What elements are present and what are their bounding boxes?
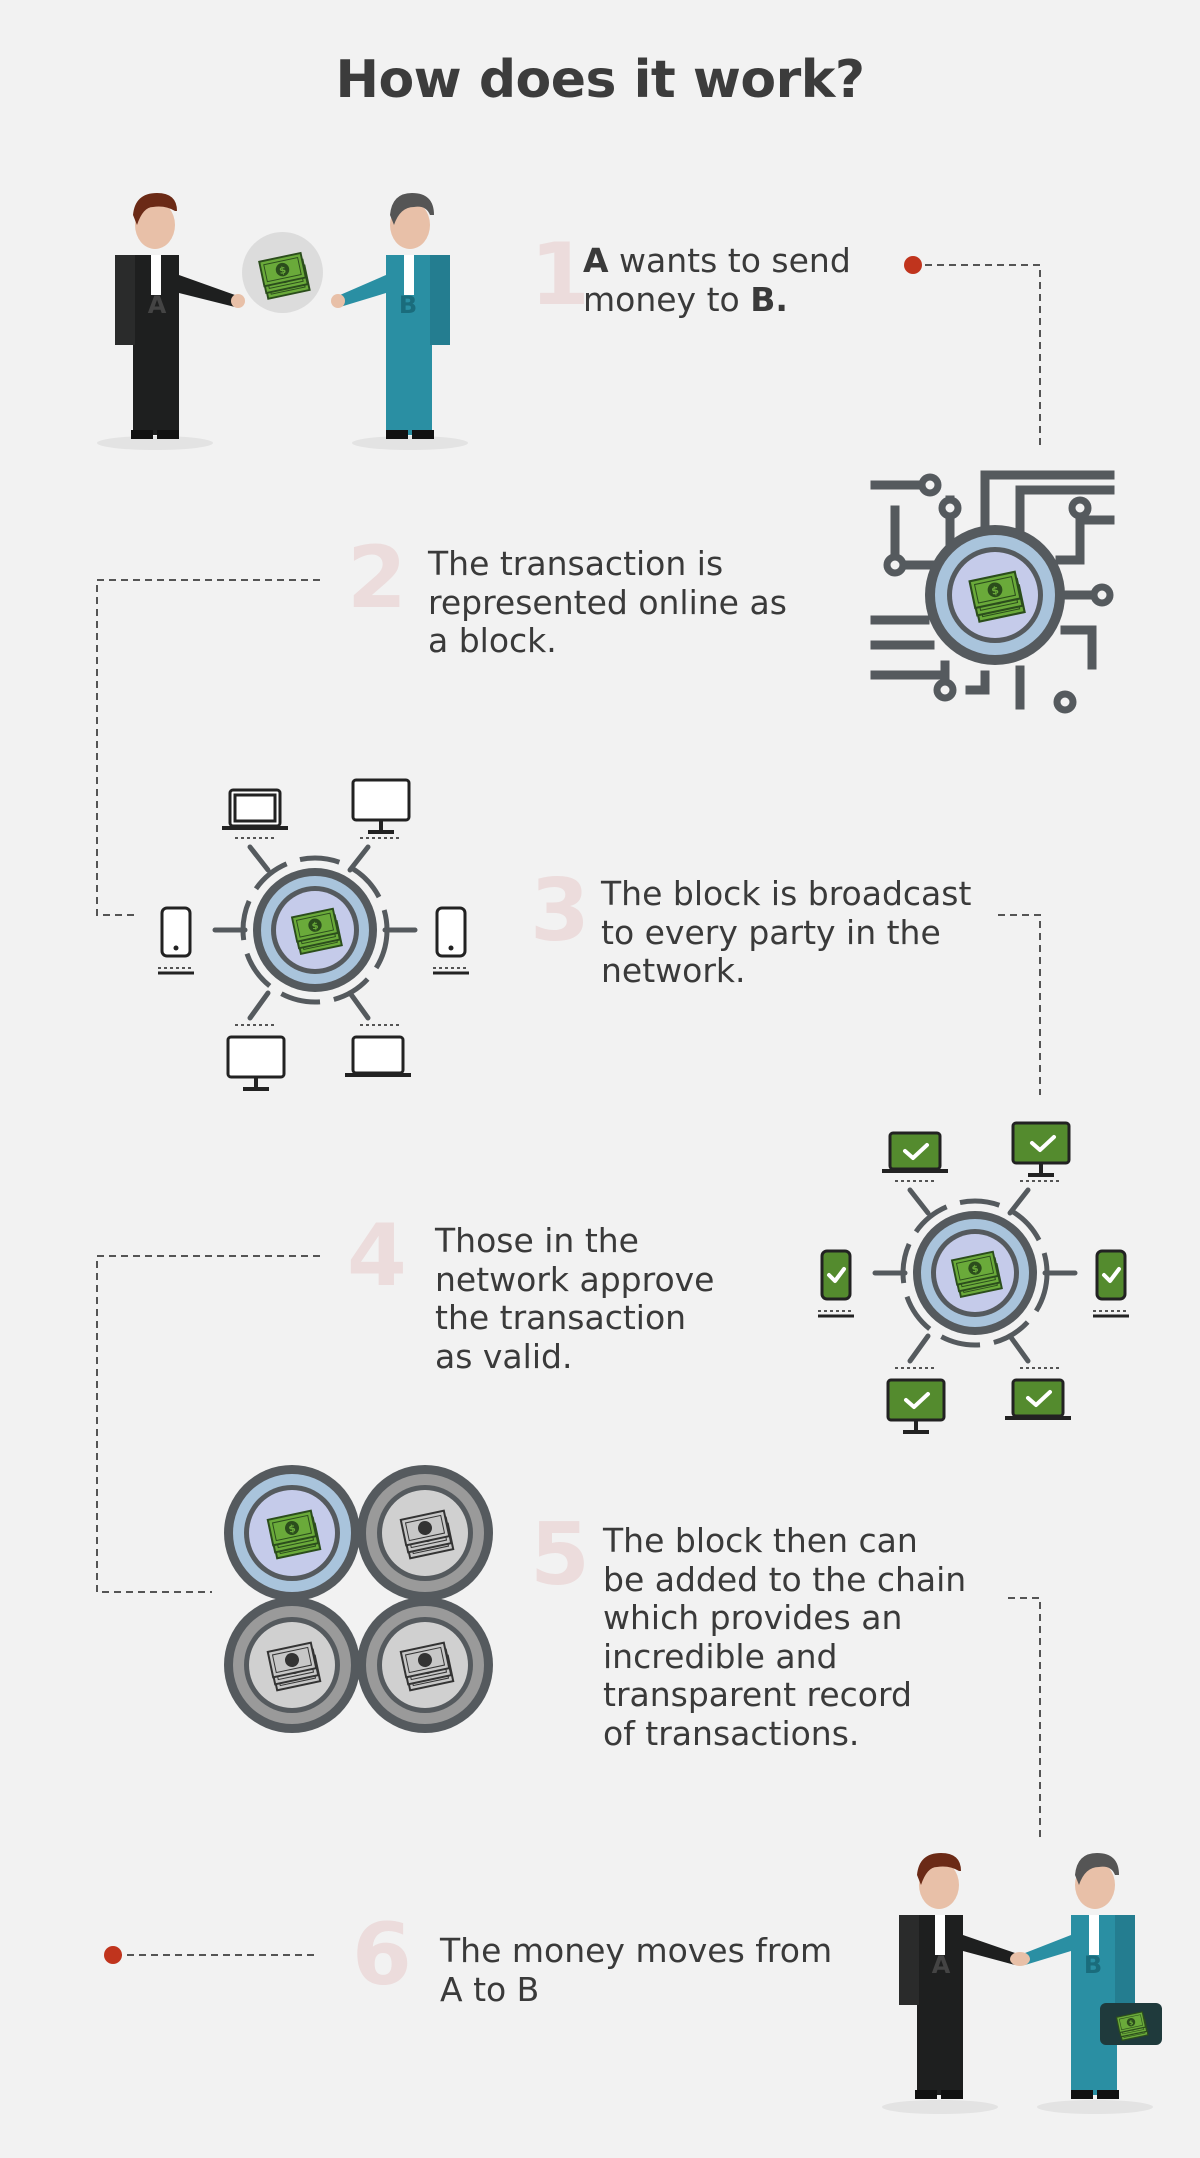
step-text-1: A wants to send money to B.: [583, 241, 851, 319]
handshake-figures: A B: [882, 1853, 1162, 2114]
blockchain-icon: [224, 1465, 493, 1733]
person-b-label: B: [399, 291, 417, 319]
person-b-figure: B: [331, 193, 468, 450]
person-a-label: A: [148, 291, 167, 319]
step-text-2: The transaction is represented online as…: [428, 544, 787, 661]
step-text-4: Those in the network approve the transac…: [435, 1221, 715, 1376]
step-number-6: 6: [352, 1905, 412, 2005]
step-number-5: 5: [530, 1505, 590, 1605]
person-a-figure: A: [97, 193, 245, 450]
money-coin-icon: [242, 232, 323, 313]
step-number-4: 4: [347, 1206, 407, 1306]
checkmark-icons: [827, 1135, 1121, 1409]
step-text-6: The money moves from A to B: [440, 1931, 833, 2009]
page-title: How does it work?: [335, 50, 865, 110]
step-number-3: 3: [530, 861, 590, 961]
network-approved-icon: [818, 1121, 1129, 1434]
person-b-label-final: B: [1084, 1951, 1102, 1979]
step-text-5: The block then can be added to the chain…: [603, 1521, 967, 1754]
circuit-block-icon: [870, 470, 1115, 714]
step-number-2: 2: [347, 528, 407, 628]
step-number-1: 1: [530, 225, 590, 325]
person-a-label-final: A: [932, 1951, 951, 1979]
network-broadcast-icon: [158, 778, 469, 1091]
step-text-3: The block is broadcast to every party in…: [601, 874, 972, 991]
